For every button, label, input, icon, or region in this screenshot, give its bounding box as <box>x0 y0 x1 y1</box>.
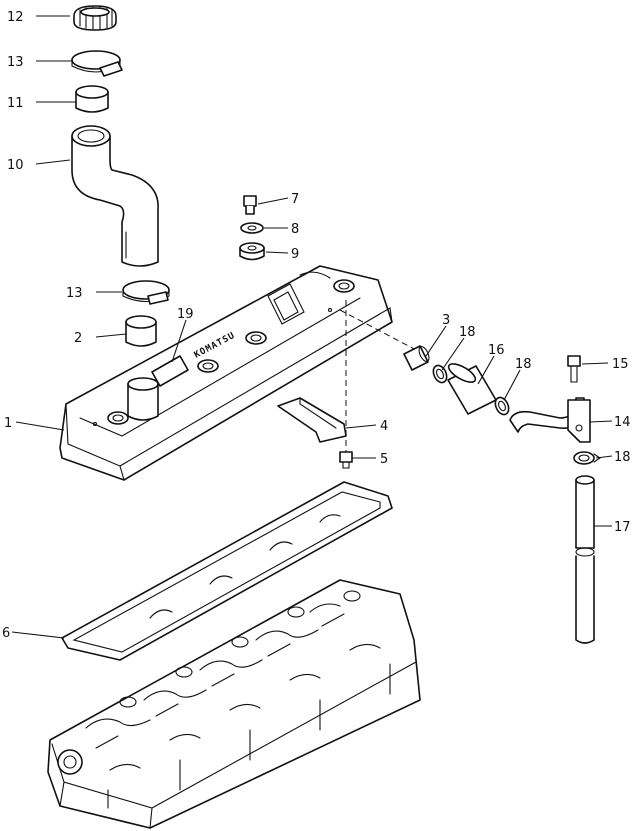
screw <box>339 451 353 469</box>
label-1: 1 <box>4 416 12 431</box>
label-17: 17 <box>614 520 631 535</box>
label-18-b: 18 <box>515 357 532 372</box>
leader-lines <box>11 15 613 639</box>
label-13-top: 13 <box>7 55 24 70</box>
label-11: 11 <box>7 96 24 111</box>
label-5: 5 <box>380 452 388 467</box>
label-6: 6 <box>2 626 10 641</box>
breather-centerline <box>339 309 421 353</box>
drain-tube <box>575 475 595 644</box>
hose-clamp-top <box>71 50 123 77</box>
bolt <box>243 195 257 215</box>
filler-hose <box>71 125 159 267</box>
label-10: 10 <box>7 158 24 173</box>
label-4: 4 <box>380 419 388 434</box>
label-7: 7 <box>291 192 299 207</box>
clamp-a <box>432 364 448 384</box>
label-19: 19 <box>177 307 194 322</box>
label-9: 9 <box>291 247 299 262</box>
clamp-b <box>494 396 510 416</box>
label-12: 12 <box>7 10 24 25</box>
label-18-c: 18 <box>614 450 631 465</box>
bracket-bolt <box>567 355 581 383</box>
label-2: 2 <box>74 331 82 346</box>
filler-cap <box>73 5 117 31</box>
breather-pipe <box>509 397 591 443</box>
cylinder-head-cover: KOMATSU <box>59 265 393 481</box>
label-16: 16 <box>488 343 505 358</box>
head-cover-gasket <box>61 481 393 661</box>
part-number-labels: 12 13 11 10 7 8 9 13 2 19 3 18 16 18 15 … <box>2 10 631 641</box>
label-14: 14 <box>614 415 631 430</box>
filler-neck <box>125 315 157 347</box>
label-3: 3 <box>442 313 450 328</box>
label-15: 15 <box>612 357 629 372</box>
label-13-lower: 13 <box>66 286 83 301</box>
label-8: 8 <box>291 222 299 237</box>
breather-hose <box>447 363 497 415</box>
cylinder-head <box>47 579 421 829</box>
sleeve <box>75 85 109 113</box>
gasket-plate <box>277 397 347 443</box>
breather-connector <box>403 345 430 371</box>
washer <box>240 222 264 234</box>
label-18-a: 18 <box>459 325 476 340</box>
hose-clamp-lower <box>122 280 170 305</box>
grommet <box>239 242 265 261</box>
